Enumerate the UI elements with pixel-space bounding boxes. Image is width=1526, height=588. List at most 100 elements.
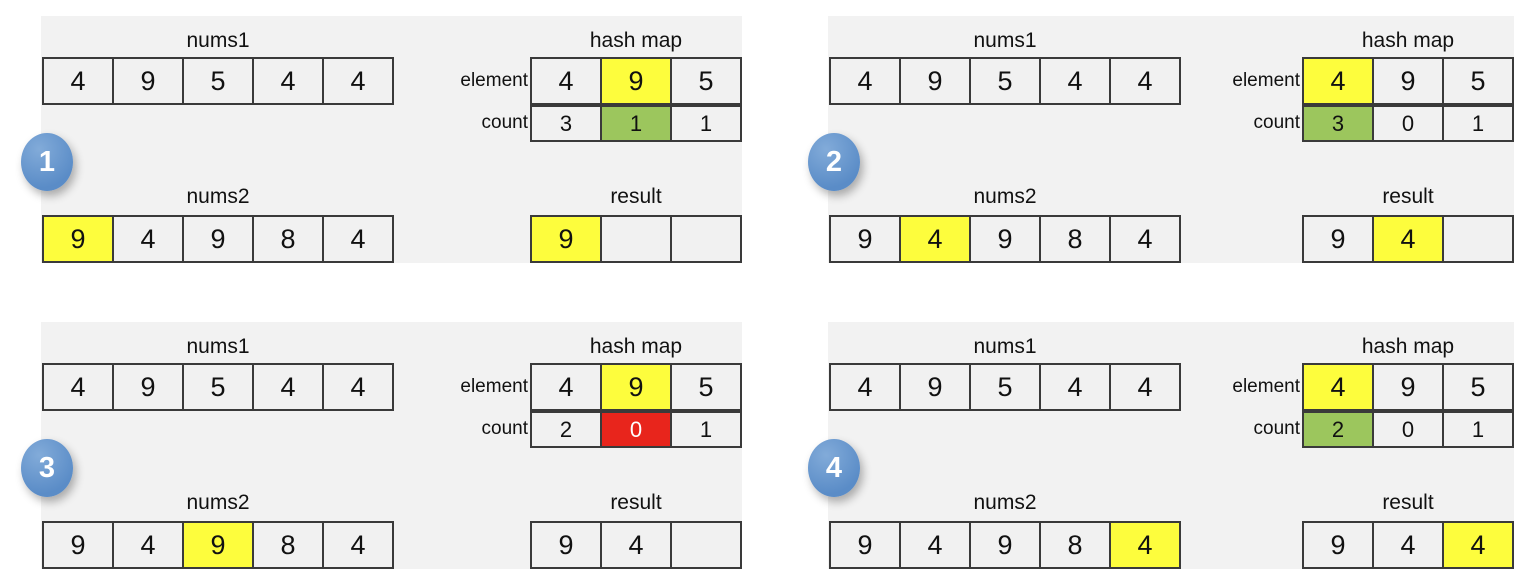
element-row-label: element	[460, 70, 528, 91]
result-label: result	[1382, 491, 1434, 514]
array-cell-highlighted: 4	[1303, 58, 1373, 104]
element-row-label: element	[1232, 70, 1300, 91]
array-cell: 8	[253, 522, 323, 568]
result-label: result	[1382, 185, 1434, 208]
array-cell: 5	[183, 364, 253, 410]
nums1-label: nums1	[186, 29, 250, 52]
array-cell: 5	[183, 58, 253, 104]
array-cell: 4	[531, 364, 601, 410]
array-cell: 1	[671, 106, 741, 141]
step-1-badge: 1	[21, 133, 73, 191]
array-cell: 4	[323, 522, 393, 568]
array-cell-highlighted: 4	[1443, 522, 1513, 568]
array-cell: 4	[43, 364, 113, 410]
array-cell-highlighted: 9	[183, 522, 253, 568]
array-cell: 9	[900, 58, 970, 104]
element-row-label: element	[1232, 376, 1300, 397]
array-cell: 9	[183, 216, 253, 262]
array-cell	[671, 216, 741, 262]
result-label: result	[610, 491, 662, 514]
array-cell: 0	[1373, 106, 1443, 141]
array-cell: 4	[1110, 216, 1180, 262]
nums1-label: nums1	[973, 335, 1037, 358]
array-cell: 9	[970, 216, 1040, 262]
array-cell-highlighted: 9	[43, 216, 113, 262]
array-cell: 9	[43, 522, 113, 568]
array-cell: 0	[1373, 412, 1443, 447]
count-row-label: count	[1253, 417, 1300, 439]
array-cell: 9	[531, 522, 601, 568]
element-row-label: element	[460, 376, 528, 397]
array-cell: 5	[1443, 364, 1513, 410]
array-cell: 4	[1040, 58, 1110, 104]
array-cell: 9	[113, 364, 183, 410]
array-cell-highlighted: 9	[601, 364, 671, 410]
array-cell: 4	[1110, 364, 1180, 410]
array-cell: 9	[830, 216, 900, 262]
array-cell: 4	[43, 58, 113, 104]
array-cell-highlighted: 9	[601, 58, 671, 104]
count-row-label: count	[481, 417, 528, 439]
step-2-badge: 2	[808, 133, 860, 191]
array-cell: 9	[113, 58, 183, 104]
array-cell: 4	[253, 364, 323, 410]
array-cell: 4	[601, 522, 671, 568]
array-cell-highlighted: 9	[531, 216, 601, 262]
nums2-label: nums2	[186, 491, 250, 514]
array-cell: 9	[1373, 364, 1443, 410]
array-cell: 4	[323, 364, 393, 410]
array-cell: 1	[1443, 106, 1513, 141]
array-cell: 4	[1110, 58, 1180, 104]
array-cell: 4	[531, 58, 601, 104]
array-cell: 5	[970, 58, 1040, 104]
step-4-badge: 4	[808, 439, 860, 497]
array-cell-highlighted: 4	[1110, 522, 1180, 568]
array-cell: 4	[830, 364, 900, 410]
array-cell: 8	[1040, 216, 1110, 262]
hashmap-label: hash map	[1361, 335, 1455, 358]
array-cell-highlighted: 4	[900, 216, 970, 262]
array-cell: 2	[531, 412, 601, 447]
array-cell: 4	[323, 58, 393, 104]
array-cell: 5	[671, 364, 741, 410]
array-cell	[1443, 216, 1513, 262]
result-array: 9	[530, 215, 742, 263]
array-cell: 4	[1040, 364, 1110, 410]
hashmap-label: hash map	[589, 335, 683, 358]
array-cell: 4	[323, 216, 393, 262]
count-row-label: count	[1253, 111, 1300, 133]
array-cell-highlighted: 2	[1303, 412, 1373, 447]
array-cell: 1	[671, 412, 741, 447]
array-cell-highlighted: 1	[601, 106, 671, 141]
array-cell: 5	[970, 364, 1040, 410]
hashmap-label: hash map	[1361, 29, 1455, 52]
array-cell: 9	[1303, 522, 1373, 568]
array-cell-highlighted: 4	[1373, 216, 1443, 262]
array-cell: 5	[1443, 58, 1513, 104]
nums1-label: nums1	[186, 335, 250, 358]
array-cell: 4	[830, 58, 900, 104]
count-row-label: count	[481, 111, 528, 133]
result-label: result	[610, 185, 662, 208]
